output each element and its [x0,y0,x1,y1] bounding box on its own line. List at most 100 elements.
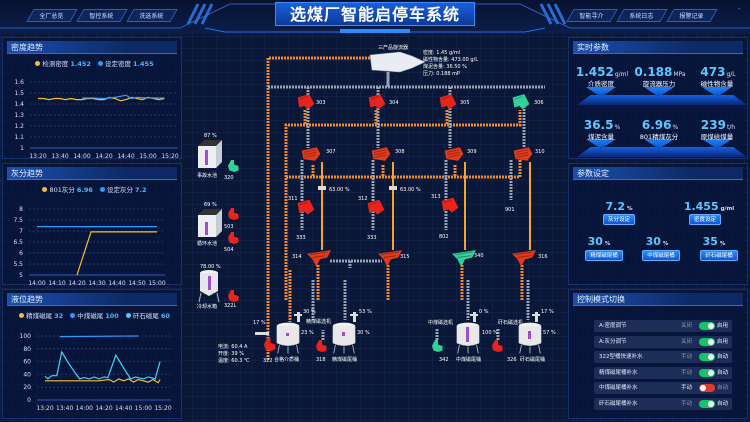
valve-312-icon[interactable] [367,199,385,216]
valve-305-icon[interactable] [439,93,457,110]
mode-toggle[interactable] [699,353,715,362]
separator-3-label: 中煤磁选机 [428,319,453,326]
valve-304-icon[interactable] [368,93,386,110]
nav-washing[interactable]: 洗选系统 [126,9,178,22]
legend-label: 设定密度 [105,60,132,68]
screen-307-icon[interactable] [301,146,321,162]
pump-503-icon[interactable] [228,208,239,220]
cyclone-slime: 煤泥含量: 36.50 % [423,63,467,70]
emergency-pool[interactable] [198,140,222,168]
pump-504-icon[interactable] [228,232,239,244]
value: 1.452 [575,65,614,79]
gangue-tank-button[interactable]: 矸石磁尾桶 [700,250,738,261]
param-label: 原煤给煤量 [700,133,734,141]
valve-icon[interactable] [255,332,269,335]
pump-322-opening: 开度: 39 % [218,350,244,357]
tank-level-fill [286,333,289,336]
panel-title: 灰分趋势 [7,167,177,180]
nav-alarm-records[interactable]: 报警记录 [666,9,718,22]
arrow-icon [644,139,674,149]
pump-342-icon[interactable] [432,340,443,352]
separator-315-icon[interactable] [377,249,403,268]
tank-2-level: 30 % [357,330,370,336]
middling-tank-button[interactable]: 中煤磁尾桶 [642,250,680,261]
valve-311-icon[interactable] [297,199,315,216]
valve-306-icon[interactable] [512,93,530,110]
nav-smart-control[interactable]: 智控系统 [76,9,128,22]
label-304: 304 [389,100,399,106]
control-label: A:灰分调节 [599,338,627,345]
separator-314-icon[interactable] [306,249,332,268]
tank-2-valve: 53 % [359,309,372,315]
off-label: 关闭 [680,338,692,345]
circulating-pool[interactable] [198,209,222,237]
mode-toggle[interactable] [699,337,715,346]
ash-setpoint-button[interactable]: 灰分设定 [603,214,635,225]
pump-326-icon[interactable] [492,340,503,352]
label-322l: 322L [224,303,237,309]
tank-4-name: 矸石磁尾桶 [520,356,545,363]
screen-309-icon[interactable] [444,146,464,162]
valve-303-icon[interactable] [297,93,315,110]
legend-label: 中煤磁尾 [77,312,104,320]
nav-label: 智能寻介 [579,13,604,20]
unit: g/ml [614,71,629,78]
unit: % [662,241,669,247]
label-313: 313 [431,194,441,200]
density-setpoint-button[interactable]: 密度设定 [689,214,721,225]
cooling-tank[interactable] [198,270,220,303]
tank-1-valve: 30 % [303,309,316,315]
tank-4-level: 57 % [543,330,556,336]
param-label: 801精煤灰分 [639,133,679,141]
separator-316-icon[interactable] [511,249,537,268]
legend-dot [125,313,131,318]
legend-dot [98,61,104,66]
mode-toggle[interactable] [699,322,715,330]
separator-4-label: 矸石磁选机 [498,319,523,326]
label-802: 802 [439,234,449,240]
nav-smart-medium[interactable]: 智能寻介 [566,9,618,22]
separator-2-label: 精煤磁选机 [306,318,331,325]
three-product-cyclone[interactable] [369,51,426,87]
screen-310-icon[interactable] [513,146,533,162]
legend-value: 32 [54,312,64,320]
label-326: 326 [507,357,517,363]
nav-label: 报警记录 [679,13,704,20]
medium-pipes [266,56,524,360]
clean-coal-tank-button[interactable]: 精煤磁尾桶 [585,250,623,261]
pump-320-icon[interactable] [228,160,239,172]
pump-322-current: 电流: 60.4 A [218,343,248,350]
control-row: 精煤磁尾桶补水 手动 自动 [594,366,732,379]
screen-308-icon[interactable] [371,146,391,162]
mode-toggle[interactable] [699,400,715,408]
off-label: 手动 [680,401,692,407]
unit: % [626,206,633,212]
legend-value: 6.96 [76,186,93,194]
param-value: 0.188MPa [625,65,695,79]
label-309: 309 [467,149,477,155]
medium-tank-icon[interactable] [276,322,300,354]
off-label: 手动 [680,354,692,361]
mode-toggle[interactable] [699,368,715,377]
nav-system-log[interactable]: 系统日志 [616,9,668,22]
clean-coal-tank-icon[interactable] [332,322,356,354]
label-316: 316 [538,254,548,260]
label-503: 503 [224,224,234,230]
nav-label: 智控系统 [89,13,114,20]
mode-toggle[interactable] [699,384,715,393]
nav-overview[interactable]: 全厂总览 [26,9,78,22]
off-label: 关闭 [680,323,692,329]
separator-340-icon[interactable] [451,249,477,268]
label-305: 305 [460,100,470,106]
pump-322l-icon[interactable] [228,290,239,302]
pump-322-icon[interactable] [264,338,276,351]
minimize-button[interactable]: - [738,5,741,13]
value: 30 [645,235,661,248]
pump-318-icon[interactable] [316,340,327,352]
valve-313-icon[interactable] [441,197,459,214]
